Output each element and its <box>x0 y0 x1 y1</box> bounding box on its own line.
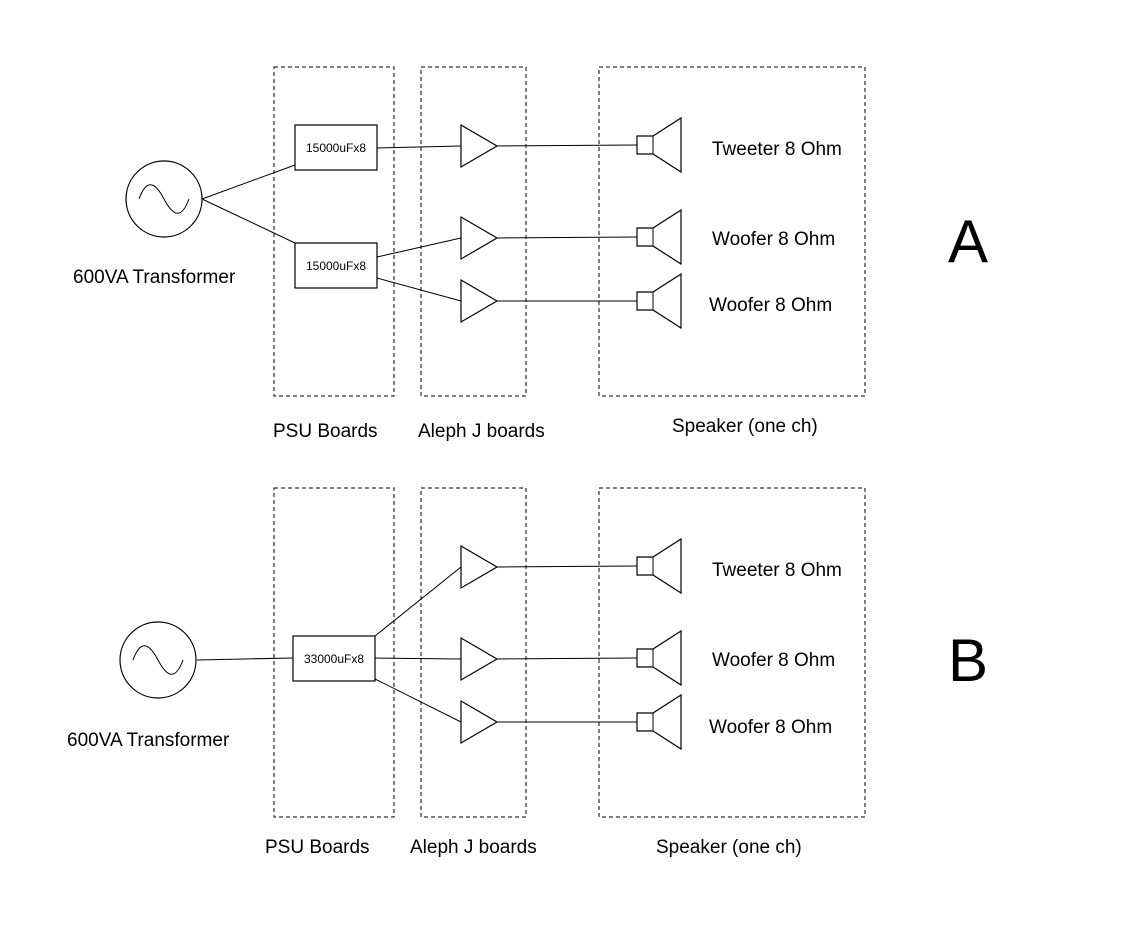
amplifier-a-3 <box>460 278 499 324</box>
sine-wave-icon <box>138 184 190 214</box>
amplifier-b-1 <box>460 544 499 590</box>
diagram-letter-a: A <box>948 208 988 275</box>
diagram-b: 600VA Transformer 33000uFx8 Tweeter 8 Oh… <box>67 487 988 858</box>
amplifier-a-2 <box>460 215 499 261</box>
speaker-label-tweeter-b: Tweeter 8 Ohm <box>712 560 842 581</box>
wires-a <box>201 144 638 302</box>
psu-group-label-b: PSU Boards <box>265 837 370 858</box>
amplifier-b-3 <box>460 699 499 745</box>
speaker-icon <box>636 116 682 174</box>
psu-board-a-1: 15000uFx8 <box>294 124 378 171</box>
diagram-letter-b: B <box>948 627 988 694</box>
speaker-label-woofer-b-1: Woofer 8 Ohm <box>712 650 835 671</box>
speaker-group-box-b <box>598 487 866 818</box>
psu-group-box-a <box>273 66 395 397</box>
speaker-icon <box>636 693 682 751</box>
aleph-group-label-b: Aleph J boards <box>410 837 537 858</box>
transformer-b <box>119 621 197 699</box>
psu-board-label: 33000uFx8 <box>304 652 364 666</box>
aleph-group-label-a: Aleph J boards <box>418 421 545 442</box>
transformer-label-a: 600VA Transformer <box>73 267 236 288</box>
sine-wave-icon <box>132 645 184 675</box>
transformer-a <box>125 160 203 238</box>
psu-group-box-b <box>273 487 395 818</box>
psu-board-label: 15000uFx8 <box>306 259 366 273</box>
psu-board-b-1: 33000uFx8 <box>292 635 376 682</box>
transformer-label-b: 600VA Transformer <box>67 730 230 751</box>
speaker-icon <box>636 629 682 687</box>
psu-board-label: 15000uFx8 <box>306 141 366 155</box>
speaker-group-label-b: Speaker (one ch) <box>656 837 802 858</box>
wires-b <box>196 565 638 723</box>
speaker-label-tweeter-a: Tweeter 8 Ohm <box>712 139 842 160</box>
speaker-label-woofer-a-1: Woofer 8 Ohm <box>712 229 835 250</box>
speaker-icon <box>636 208 682 266</box>
speaker-group-label-a: Speaker (one ch) <box>672 416 818 437</box>
speaker-icon <box>636 272 682 330</box>
psu-board-a-2: 15000uFx8 <box>294 242 378 289</box>
aleph-group-box-a <box>420 66 527 397</box>
amplifier-b-2 <box>460 636 499 682</box>
diagram-a: 600VA Transformer 15000uFx8 15000uFx8 T <box>73 66 988 442</box>
psu-group-label-a: PSU Boards <box>273 421 378 442</box>
speaker-icon <box>636 537 682 595</box>
speaker-group-box-a <box>598 66 866 397</box>
aleph-group-box-b <box>420 487 527 818</box>
amplifier-a-1 <box>460 123 499 169</box>
speaker-label-woofer-a-2: Woofer 8 Ohm <box>709 295 832 316</box>
speaker-label-woofer-b-2: Woofer 8 Ohm <box>709 717 832 738</box>
